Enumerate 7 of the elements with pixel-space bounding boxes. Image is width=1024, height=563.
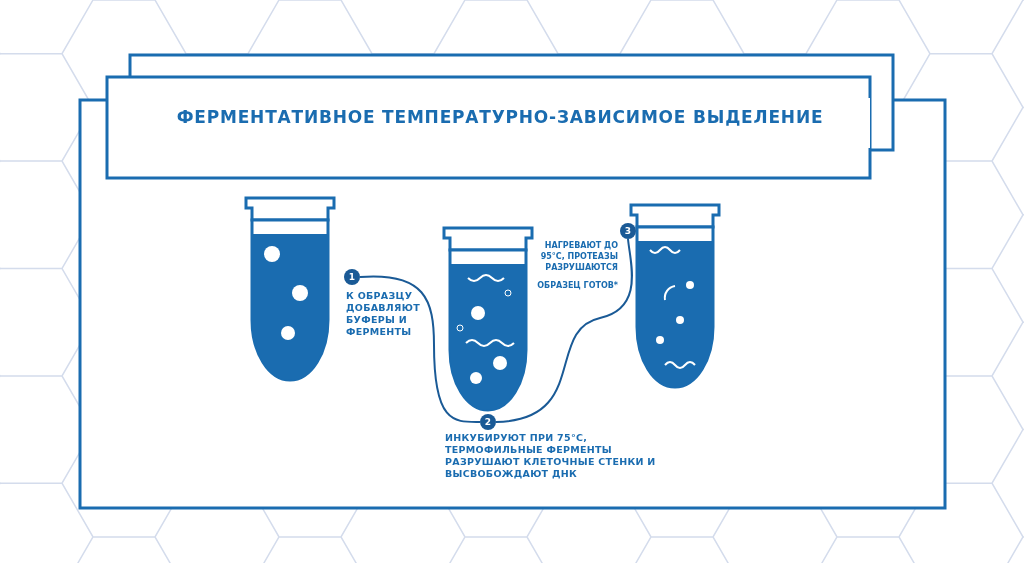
connector-line [495,238,633,423]
step-description: ИНКУБИРУЮТ ПРИ 75°С, ТЕРМОФИЛЬНЫЕ ФЕРМЕНТЫ РАЗРУШАЮТ КЛЕТОЧНЫЕ СТЕНКИ И ВЫСВОБОЖДАЮТ ДНК [445,432,657,480]
step-description: К ОБРАЗЦУ ДОБАВЛЯЮТ БУФЕРЫ И ФЕРМЕНТЫ [346,290,421,338]
title: ФЕРМЕНТАТИВНОЕ ТЕМПЕРАТУРНО-ЗАВИСИМОЕ ВЫДЕЛЕНИЕ [175,106,825,129]
step-description: НАГРЕВАЮТ ДО 95°С, ПРОТЕАЗЫ РАЗРУШАЮТСЯ [539,240,618,273]
step-description: ОБРАЗЕЦ ГОТОВ* [536,280,618,291]
connector-line [359,275,481,423]
